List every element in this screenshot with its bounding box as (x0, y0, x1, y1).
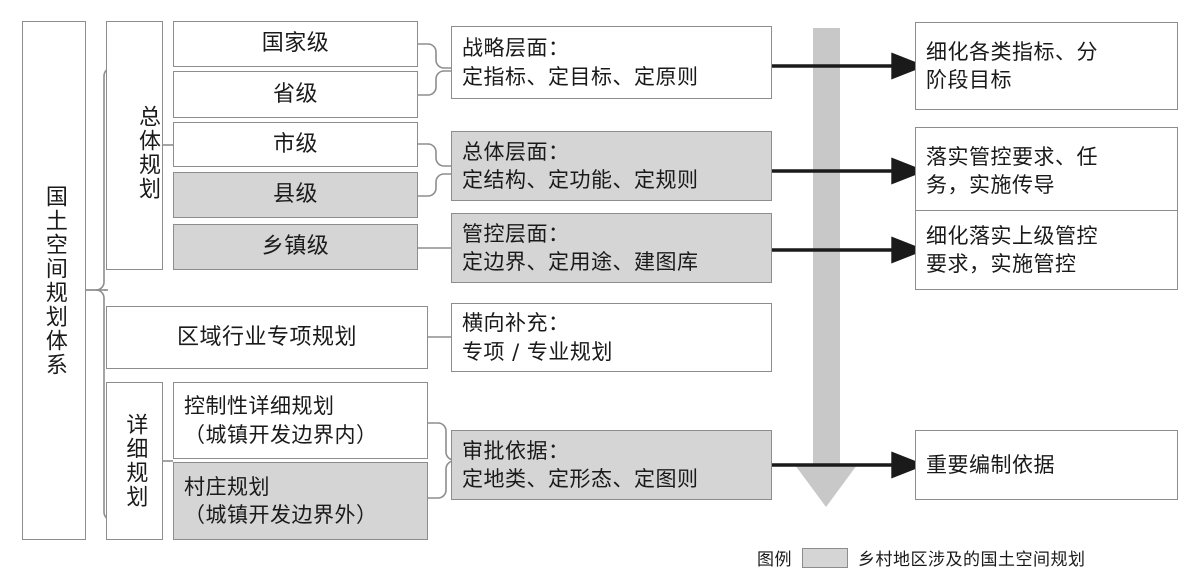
outcome-box-important-basis[interactable]: 重要编制依据 (915, 430, 1178, 500)
outcome-box-control-requirements[interactable]: 落实管控要求、任 务，实施传导 (915, 127, 1178, 215)
aspect-control-title: 管控层面： (462, 221, 570, 246)
outcome-indicators-line1: 细化各类指标、分 (926, 39, 1098, 64)
legend: 图例 乡村地区涉及的国土空间规划 (757, 545, 1086, 570)
level-box-county[interactable]: 县级 (173, 172, 418, 218)
aspect-box-approval[interactable]: 审批依据： 定地类、定形态、定图则 (451, 430, 772, 500)
downward-gradient-arrow (795, 28, 857, 507)
aspect-box-control[interactable]: 管控层面： 定边界、定用途、建图库 (451, 213, 772, 283)
outcome-indicators-line2: 阶段目标 (926, 68, 1012, 92)
detailed-item-regulatory-line1: 控制性详细规划 (184, 394, 335, 419)
detailed-item-regulatory-line2: （城镇开发边界内） (184, 422, 378, 447)
aspect-horizontal-detail: 专项 / 专业规划 (462, 339, 613, 364)
aspect-box-overall[interactable]: 总体层面： 定结构、定功能、定规则 (451, 131, 772, 201)
level-box-national[interactable]: 国家级 (173, 21, 418, 67)
aspect-overall-detail: 定结构、定功能、定规则 (462, 168, 699, 192)
detailed-item-village-line1: 村庄规划 (184, 474, 270, 499)
level-box-municipal[interactable]: 市级 (173, 122, 418, 167)
legend-swatch-icon (802, 547, 848, 568)
aspect-approval-title: 审批依据： (462, 438, 570, 463)
aspect-approval-detail: 定地类、定形态、定图则 (462, 467, 699, 491)
aspect-strategic-title: 战略层面： (462, 36, 570, 61)
aspect-overall-title: 总体层面： (462, 139, 570, 164)
detailed-item-village-line2: （城镇开发边界外） (184, 503, 378, 527)
category-detailed-planning[interactable]: 详细规划 (106, 382, 163, 540)
detailed-item-village[interactable]: 村庄规划 （城镇开发边界外） (173, 462, 428, 540)
outcome-refine-line1: 细化落实上级管控 (926, 223, 1098, 248)
outcome-control-line2: 务，实施传导 (926, 173, 1055, 197)
outcome-refine-line2: 要求，实施管控 (926, 252, 1077, 276)
aspect-box-horizontal[interactable]: 横向补充： 专项 / 专业规划 (451, 303, 772, 372)
outcome-control-line1: 落实管控要求、任 (926, 144, 1098, 169)
category-overall-planning[interactable]: 总体规划 (106, 21, 163, 270)
level-box-provincial[interactable]: 省级 (173, 71, 418, 118)
outcome-box-indicators[interactable]: 细化各类指标、分 阶段目标 (915, 22, 1178, 110)
aspect-box-strategic[interactable]: 战略层面： 定指标、定目标、定原则 (451, 26, 772, 99)
aspect-strategic-detail: 定指标、定目标、定原则 (462, 64, 699, 89)
regional-industry-special-plan-box[interactable]: 区域行业专项规划 (106, 306, 428, 369)
detailed-item-regulatory[interactable]: 控制性详细规划 （城镇开发边界内） (173, 382, 428, 459)
legend-description: 乡村地区涉及的国土空间规划 (858, 550, 1086, 570)
aspect-horizontal-title: 横向补充： (462, 311, 570, 336)
root-node[interactable]: 国土空间规划体系 (22, 21, 86, 540)
aspect-control-detail: 定边界、定用途、建图库 (462, 250, 699, 274)
outcome-box-refine-control[interactable]: 细化落实上级管控 要求，实施管控 (915, 210, 1178, 290)
legend-title: 图例 (757, 550, 792, 570)
level-box-township[interactable]: 乡镇级 (173, 224, 418, 270)
